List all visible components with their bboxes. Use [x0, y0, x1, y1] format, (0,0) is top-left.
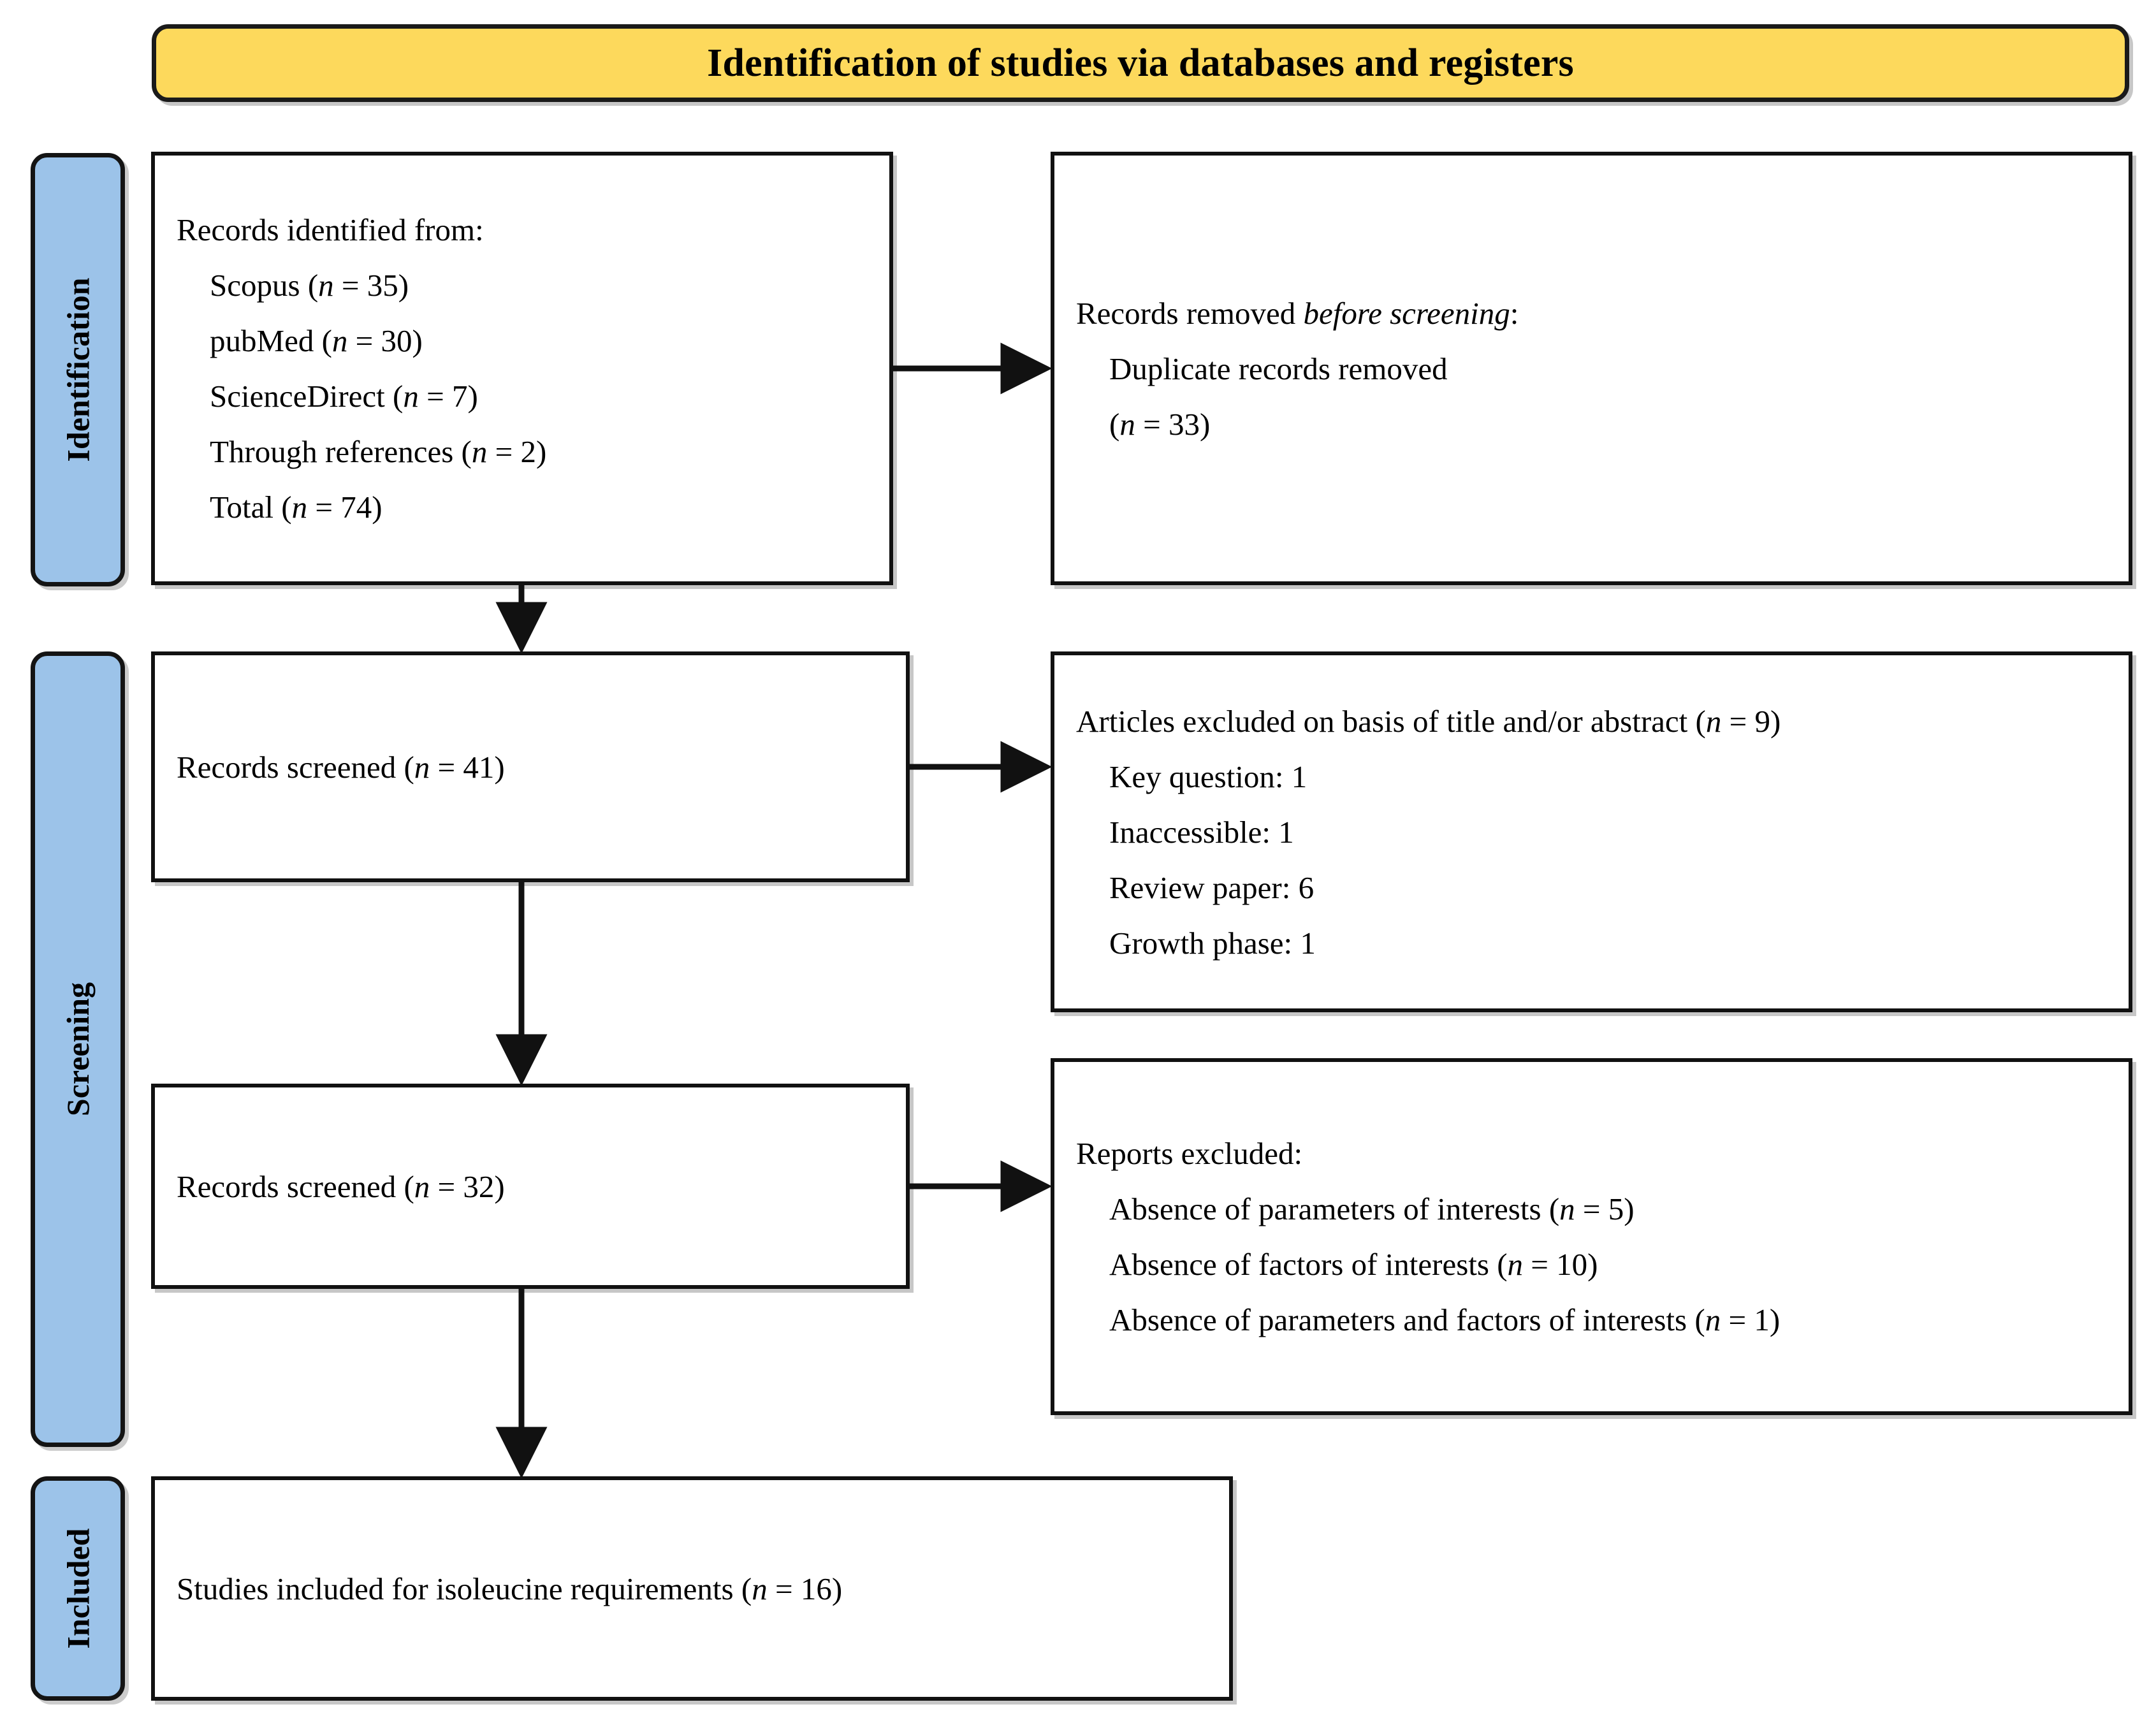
stage-label-included-text: Included	[60, 1528, 96, 1649]
box-records-screened-32: Records screened (n = 32)	[151, 1084, 910, 1289]
articles-excluded-item-key-question: Key question: 1	[1109, 759, 1307, 794]
records-removed-item-count: (n = 33)	[1109, 406, 1211, 442]
studies-included-text: Studies included for isoleucine requirem…	[177, 1571, 843, 1606]
box-reports-excluded: Reports excluded: Absence of parameters …	[1051, 1058, 2132, 1415]
records-removed-heading-post: :	[1510, 295, 1519, 331]
box-records-removed: Records removed before screening: Duplic…	[1051, 152, 2132, 585]
articles-excluded-item-review-paper: Review paper: 6	[1109, 869, 1315, 905]
articles-excluded-heading: Articles excluded on basis of title and/…	[1076, 703, 1781, 739]
box-records-screened-41: Records screened (n = 41)	[151, 651, 910, 882]
records-identified-item-total: Total (n = 74)	[210, 490, 382, 525]
stage-label-identification-text: Identification	[60, 277, 96, 462]
diagram-title-text: Identification of studies via databases …	[707, 41, 1574, 85]
box-articles-excluded: Articles excluded on basis of title and/…	[1051, 651, 2132, 1012]
records-removed-item-duplicates: Duplicate records removed	[1109, 351, 1448, 386]
records-identified-item-sciencedirect: ScienceDirect (n = 7)	[210, 379, 478, 414]
records-identified-heading: Records identified from:	[177, 212, 484, 247]
records-removed-heading-pre: Records removed	[1076, 295, 1304, 331]
records-screened-32-text: Records screened (n = 32)	[177, 1168, 505, 1204]
records-removed-heading-italic: before screening	[1303, 295, 1510, 331]
records-removed-heading: Records removed before screening:	[1076, 298, 2107, 329]
stage-label-screening: Screening	[31, 651, 125, 1447]
reports-excluded-item-parameters-and-factors: Absence of parameters and factors of int…	[1109, 1302, 1781, 1337]
records-identified-item-scopus: Scopus (n = 35)	[210, 268, 409, 303]
reports-excluded-item-parameters: Absence of parameters of interests (n = …	[1109, 1191, 1635, 1226]
articles-excluded-item-inaccessible: Inaccessible: 1	[1109, 814, 1294, 850]
reports-excluded-item-factors: Absence of factors of interests (n = 10)	[1109, 1247, 1598, 1282]
diagram-title-banner: Identification of studies via databases …	[152, 24, 2129, 102]
records-identified-item-pubmed: pubMed (n = 30)	[210, 323, 423, 358]
stage-label-included: Included	[31, 1476, 125, 1701]
box-studies-included: Studies included for isoleucine requirem…	[151, 1476, 1233, 1701]
records-identified-item-references: Through references (n = 2)	[210, 434, 547, 469]
stage-label-identification: Identification	[31, 153, 125, 586]
articles-excluded-item-growth-phase: Growth phase: 1	[1109, 925, 1316, 961]
stage-label-screening-text: Screening	[60, 982, 96, 1117]
records-screened-41-text: Records screened (n = 41)	[177, 749, 505, 785]
box-records-identified: Records identified from: Scopus (n = 35)…	[151, 152, 893, 585]
reports-excluded-heading: Reports excluded:	[1076, 1136, 1303, 1171]
